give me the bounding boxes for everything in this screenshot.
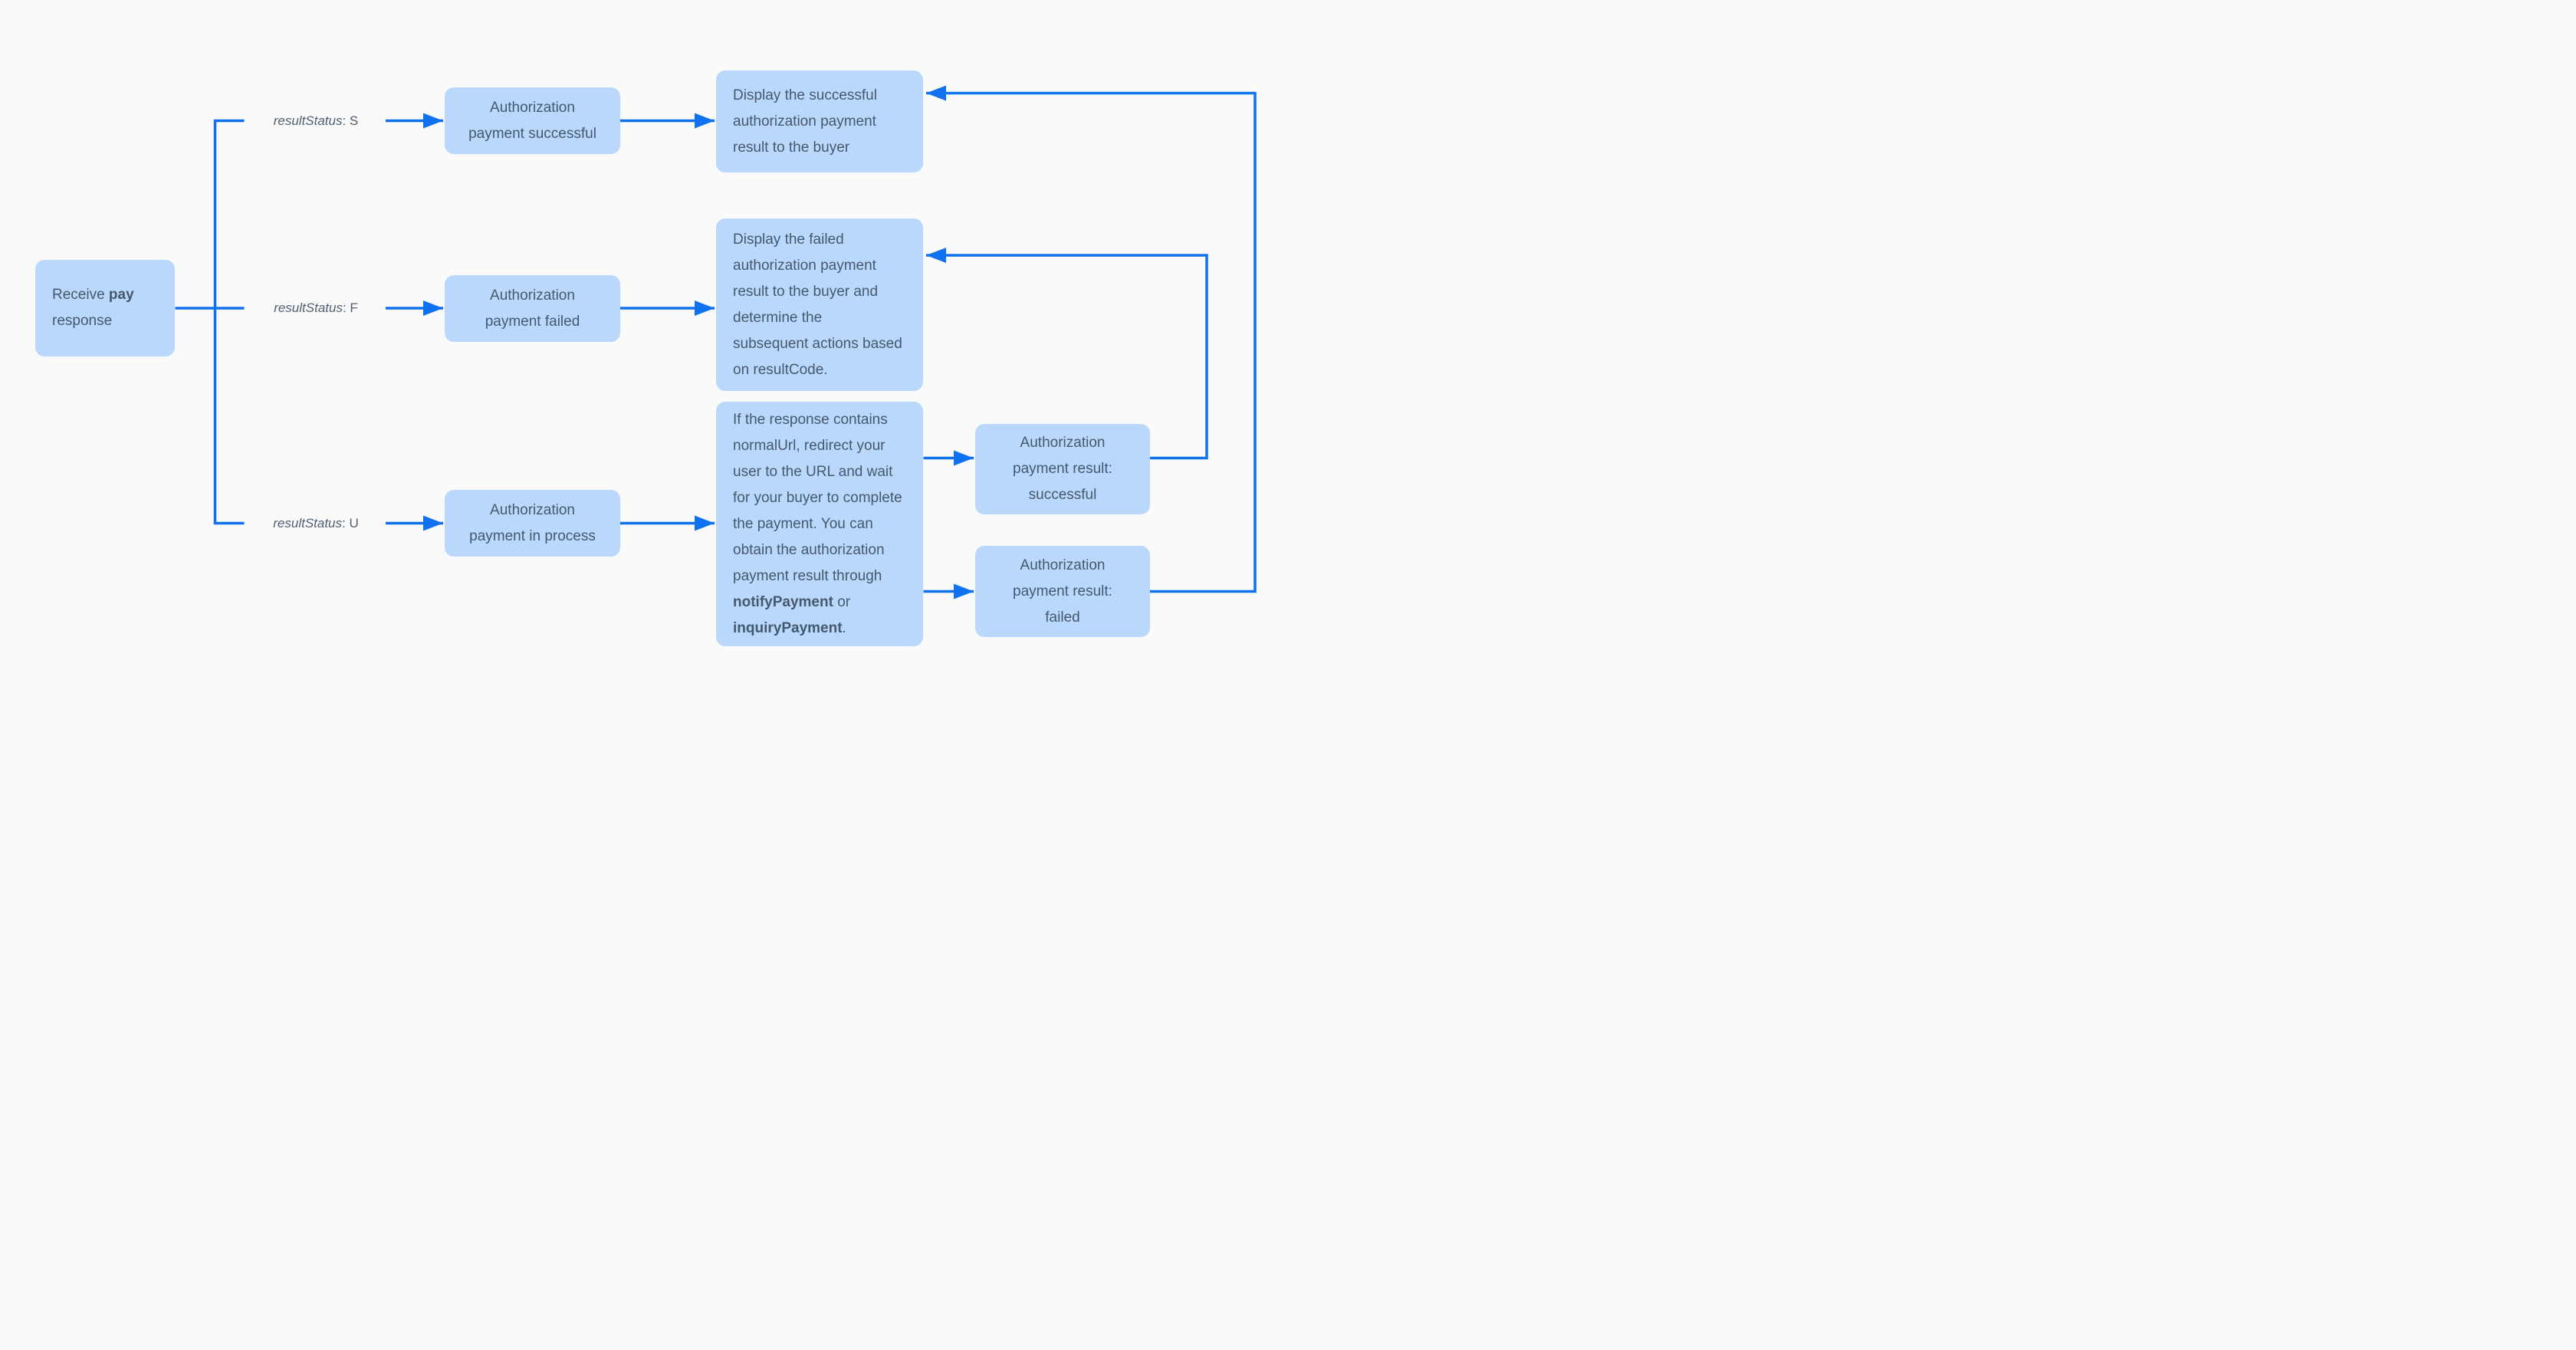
flowchart-edges-layer	[175, 85, 1257, 599]
edge-label-result-status-u: resultStatus: U	[273, 516, 359, 530]
edge-branch-tree	[175, 119, 245, 525]
edge-result-success-loop-to-display-failed	[926, 248, 1208, 460]
edge-result-failed-loop-to-display-success	[926, 85, 1257, 593]
edge-label-result-status-s: resultStatus: S	[273, 113, 359, 128]
edge-label-result-status-f: resultStatus: F	[274, 301, 358, 315]
